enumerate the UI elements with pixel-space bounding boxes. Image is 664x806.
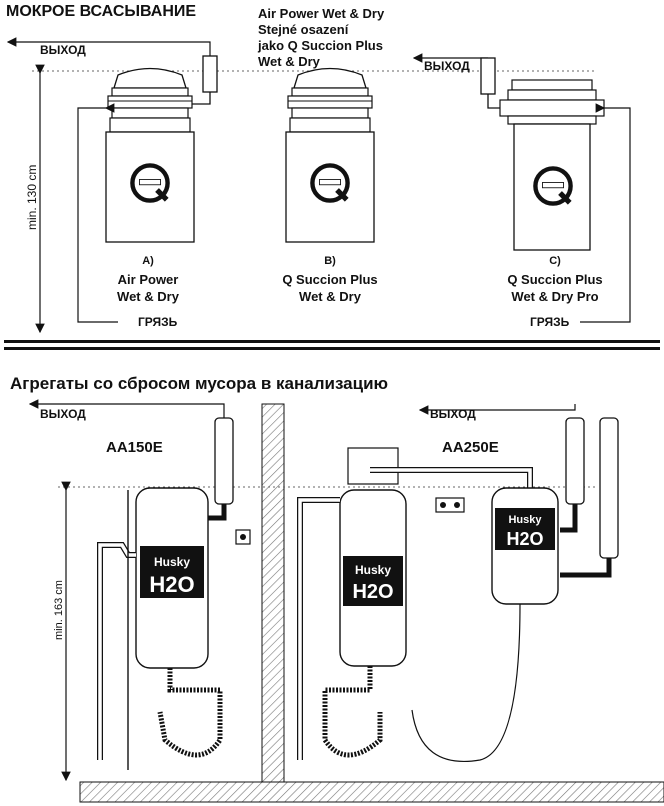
drain-hose-right	[322, 666, 383, 758]
exit-label-left: ВЫХОД	[40, 407, 86, 421]
unit-b-name-2: Wet & Dry	[299, 289, 362, 304]
section-divider-2	[4, 347, 660, 350]
muffler-c	[480, 57, 496, 95]
unit-right-main-body: Husky H2O	[339, 489, 407, 667]
unit-a-name-2: Wet & Dry	[117, 289, 180, 304]
exit-pipe-right	[418, 404, 576, 415]
unit-c-letter: C)	[549, 255, 561, 267]
drain-line-right	[411, 603, 521, 762]
top-note: Air Power Wet & Dry Stejné osazení jako …	[257, 6, 385, 69]
unit-a	[105, 67, 195, 243]
unit-left-label: AA150E	[106, 439, 163, 456]
unit-c-name-2: Wet & Dry Pro	[511, 289, 598, 304]
bottom-height-label: min. 163 cm	[53, 580, 65, 640]
note-line-1: Air Power Wet & Dry	[258, 6, 385, 21]
dirt-pipe-c	[580, 103, 631, 323]
brand-right-2: Husky	[508, 514, 542, 526]
unit-right-label: AA250E	[442, 439, 499, 456]
brand-mark-right-1: H2O	[352, 581, 393, 603]
note-line-2: Stejné osazení	[258, 22, 349, 37]
top-height-label: min. 130 cm	[25, 165, 39, 230]
unit-a-letter: A)	[142, 255, 154, 267]
note-line-4: Wet & Dry	[258, 54, 321, 69]
dirt-label-c: ГРЯЗЬ	[530, 315, 570, 329]
note-line-3: jako Q Succion Plus	[257, 38, 383, 53]
power-outlet-right-icon	[435, 497, 465, 513]
unit-b	[285, 67, 375, 243]
exit-pipe-a	[6, 37, 211, 58]
control-box	[347, 447, 399, 485]
unit-a-name-1: Air Power	[118, 272, 179, 287]
drain-hose-left	[157, 668, 223, 758]
wall	[261, 403, 285, 783]
muffler-a	[202, 55, 218, 93]
brand-left: Husky	[154, 555, 190, 569]
unit-c	[499, 79, 605, 251]
brand-right-1: Husky	[355, 563, 391, 577]
section-divider-1	[4, 340, 660, 343]
bottom-title: Агрегаты со сбросом мусора в канализацию	[10, 374, 388, 393]
muffler-right-1	[565, 417, 585, 505]
unit-left-body: Husky H2O	[135, 487, 209, 669]
dirt-pipe-a	[77, 103, 118, 323]
dirt-label-a: ГРЯЗЬ	[138, 315, 178, 329]
exit-label-a: ВЫХОД	[40, 43, 86, 57]
floor	[79, 781, 664, 803]
unit-c-name-1: Q Succion Plus	[507, 272, 602, 287]
exit-pipe-left	[28, 399, 225, 420]
muffler-left	[214, 417, 234, 505]
top-title: МОКРОЕ ВСАСЫВАНИЕ	[6, 3, 196, 20]
brand-mark-right-2: H2O	[506, 529, 543, 549]
unit-b-name-1: Q Succion Plus	[282, 272, 377, 287]
unit-b-letter: B)	[324, 255, 336, 267]
exit-label-right: ВЫХОД	[430, 407, 476, 421]
brand-mark-left: H2O	[149, 572, 194, 597]
muffler-right-2	[599, 417, 619, 559]
exit-label-c: ВЫХОД	[424, 59, 470, 73]
unit-right-second-body: Husky H2O	[491, 487, 559, 605]
